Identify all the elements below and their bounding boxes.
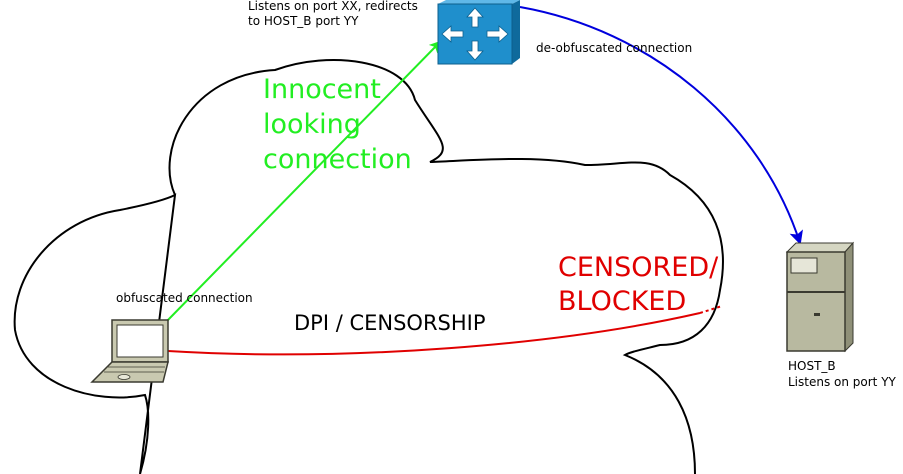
deobfuscated-connection-arrow bbox=[519, 6, 803, 245]
censored-connection-dotted bbox=[699, 305, 723, 314]
dpi-censorship-label: DPI / CENSORSHIP bbox=[294, 311, 486, 335]
host-b-label-line2: Listens on port YY bbox=[788, 375, 897, 389]
censored-label-line1: CENSORED/ bbox=[558, 252, 719, 283]
router-description-line1: Listens on port XX, redirects bbox=[248, 0, 418, 13]
innocent-label-line3: connection bbox=[263, 144, 412, 175]
innocent-label-line2: looking bbox=[263, 109, 361, 140]
router-description-line2: to HOST_B port YY bbox=[248, 14, 359, 28]
innocent-label-line1: Innocent bbox=[263, 74, 381, 105]
host-b-label-line1: HOST_B bbox=[788, 359, 836, 373]
server-icon bbox=[785, 241, 855, 353]
network-cloud bbox=[13, 59, 724, 474]
laptop-icon bbox=[90, 319, 169, 383]
deobfuscated-connection-label: de-obfuscated connection bbox=[536, 41, 692, 55]
innocent-connection-arrow bbox=[165, 40, 442, 323]
censored-connection-line bbox=[167, 312, 701, 356]
router-icon bbox=[437, 0, 520, 65]
censored-label-line2: BLOCKED bbox=[558, 286, 686, 317]
obfuscated-connection-label: obfuscated connection bbox=[116, 291, 253, 305]
